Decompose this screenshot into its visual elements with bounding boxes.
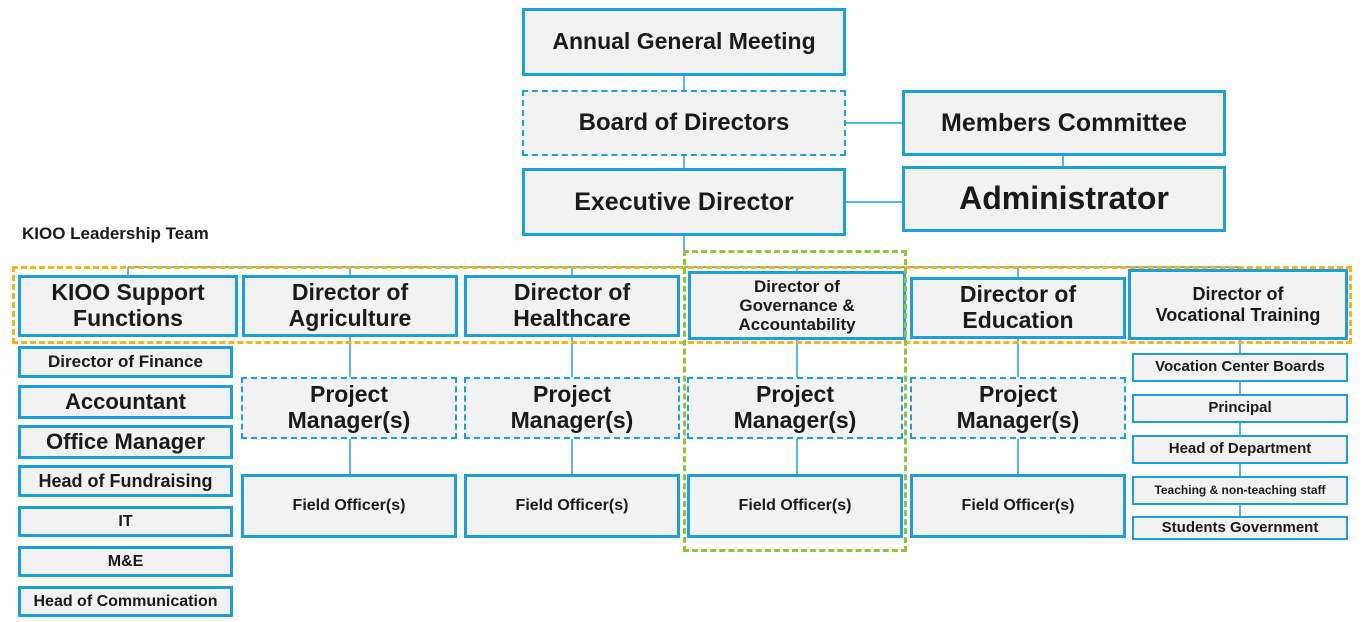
office-manager-label: Office Manager — [46, 428, 205, 454]
executive-director-box: Executive Director — [522, 168, 846, 236]
principal-box: Principal — [1132, 394, 1348, 423]
director-vocational-label: Director of Vocational Training — [1155, 284, 1321, 325]
fo-healthcare-box: Field Officer(s) — [464, 474, 680, 538]
members-committee-label: Members Committee — [941, 109, 1187, 137]
head-fundraising-box: Head of Fundraising — [18, 465, 233, 497]
accountant-label: Accountant — [65, 388, 186, 414]
director-agriculture-box: Director of Agriculture — [242, 275, 458, 337]
administrator-box: Administrator — [902, 166, 1226, 232]
pm-governance-label: Project Manager(s) — [733, 381, 857, 433]
fo-healthcare-label: Field Officer(s) — [515, 497, 629, 515]
fo-agriculture-label: Field Officer(s) — [292, 497, 406, 515]
fo-education-label: Field Officer(s) — [961, 497, 1075, 515]
pm-healthcare-label: Project Manager(s) — [510, 381, 634, 433]
students-government-box: Students Government — [1132, 516, 1348, 540]
support-functions-label: KIOO Support Functions — [51, 279, 205, 331]
members-committee-box: Members Committee — [902, 90, 1226, 156]
board-of-directors-box: Board of Directors — [522, 90, 846, 156]
executive-director-label: Executive Director — [574, 188, 794, 216]
administrator-label: Administrator — [959, 180, 1169, 217]
pm-education-box: Project Manager(s) — [910, 377, 1126, 439]
fo-agriculture-box: Field Officer(s) — [241, 474, 457, 538]
board-of-directors-label: Board of Directors — [578, 108, 790, 136]
office-manager-box: Office Manager — [18, 425, 233, 459]
vocation-center-boards-label: Vocation Center Boards — [1155, 358, 1325, 376]
head-department-label: Head of Department — [1168, 440, 1312, 458]
director-finance-label: Director of Finance — [48, 352, 203, 372]
it-label: IT — [118, 512, 133, 530]
pm-education-label: Project Manager(s) — [956, 381, 1080, 433]
vocation-center-boards-box: Vocation Center Boards — [1132, 353, 1348, 382]
head-fundraising-label: Head of Fundraising — [38, 470, 213, 491]
head-department-box: Head of Department — [1132, 435, 1348, 464]
fo-education-box: Field Officer(s) — [910, 474, 1126, 538]
pm-agriculture-label: Project Manager(s) — [287, 381, 411, 433]
teaching-staff-label: Teaching & non-teaching staff — [1154, 482, 1326, 497]
teaching-staff-box: Teaching & non-teaching staff — [1132, 476, 1348, 505]
director-healthcare-label: Director of Healthcare — [513, 279, 631, 331]
director-vocational-box: Director of Vocational Training — [1128, 269, 1348, 340]
leadership-team-label: KIOO Leadership Team — [22, 224, 209, 243]
annual-general-meeting-box: Annual General Meeting — [522, 8, 846, 76]
head-communication-box: Head of Communication — [18, 586, 233, 617]
support-functions-box: KIOO Support Functions — [18, 275, 238, 337]
pm-healthcare-box: Project Manager(s) — [464, 377, 680, 439]
accountant-box: Accountant — [18, 385, 233, 419]
fo-governance-box: Field Officer(s) — [687, 474, 903, 538]
fo-governance-label: Field Officer(s) — [738, 497, 852, 515]
m-and-e-box: M&E — [18, 546, 233, 577]
director-healthcare-box: Director of Healthcare — [464, 275, 680, 337]
director-education-label: Director of Education — [959, 281, 1077, 333]
director-agriculture-label: Director of Agriculture — [288, 279, 412, 331]
annual-general-meeting-label: Annual General Meeting — [552, 28, 816, 55]
director-governance-label: Director of Governance & Accountability — [738, 276, 856, 335]
pm-agriculture-box: Project Manager(s) — [241, 377, 457, 439]
director-finance-box: Director of Finance — [18, 346, 233, 378]
head-communication-label: Head of Communication — [33, 592, 218, 610]
it-box: IT — [18, 506, 233, 537]
m-and-e-label: M&E — [107, 552, 144, 570]
students-government-label: Students Government — [1161, 518, 1319, 536]
director-governance-box: Director of Governance & Accountability — [688, 271, 906, 340]
principal-label: Principal — [1208, 399, 1272, 417]
pm-governance-box: Project Manager(s) — [687, 377, 903, 439]
director-education-box: Director of Education — [910, 277, 1126, 339]
